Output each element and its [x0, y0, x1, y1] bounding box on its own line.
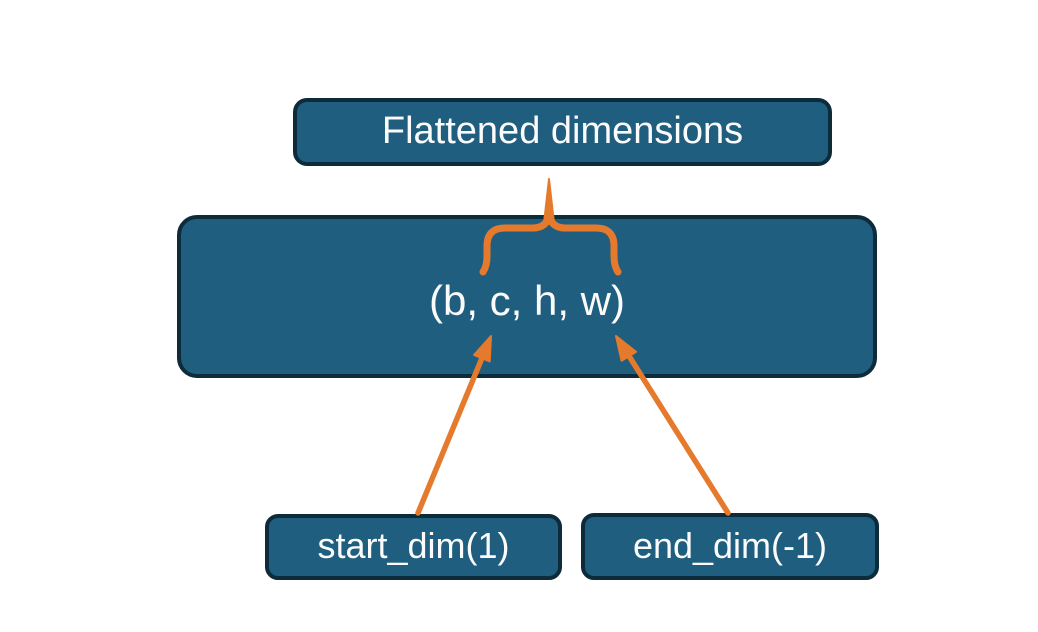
- node-tensor-shape: (b, c, h, w): [177, 215, 877, 378]
- start-dim-label: start_dim(1): [317, 525, 510, 566]
- end-dim-label: end_dim(-1): [632, 524, 828, 566]
- tensor-shape-label: (b, c, h, w): [428, 276, 626, 324]
- flattened-dimensions-label: Flattened dimensions: [381, 110, 744, 152]
- node-start-dim: start_dim(1): [265, 514, 562, 580]
- node-end-dim: end_dim(-1): [581, 513, 879, 580]
- end-dim-arrow-shaft: [626, 353, 731, 516]
- node-flattened-dimensions: Flattened dimensions: [293, 98, 832, 166]
- start-dim-arrow-shaft: [415, 355, 485, 516]
